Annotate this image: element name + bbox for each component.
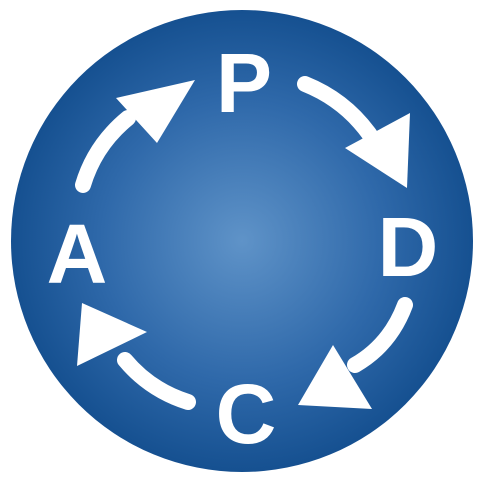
arc-plan-to-do [297, 76, 378, 143]
letter-do: D [378, 200, 439, 294]
arrowhead-do-to-check [298, 345, 372, 409]
arrow-act-to-plan [75, 80, 195, 193]
arrowhead-act-to-plan [116, 80, 195, 143]
arc-check-to-act [117, 352, 196, 410]
arrowhead-plan-to-do [345, 113, 410, 188]
letter-act: A [47, 207, 108, 301]
arrow-do-to-check [298, 297, 413, 409]
arrowhead-check-to-act [77, 303, 147, 366]
arc-act-to-plan [75, 110, 136, 193]
arrow-check-to-act [77, 303, 196, 410]
arc-do-to-check [347, 297, 413, 373]
arrow-plan-to-do [297, 76, 410, 188]
letter-check: C [216, 367, 277, 461]
letter-plan: P [216, 36, 272, 130]
